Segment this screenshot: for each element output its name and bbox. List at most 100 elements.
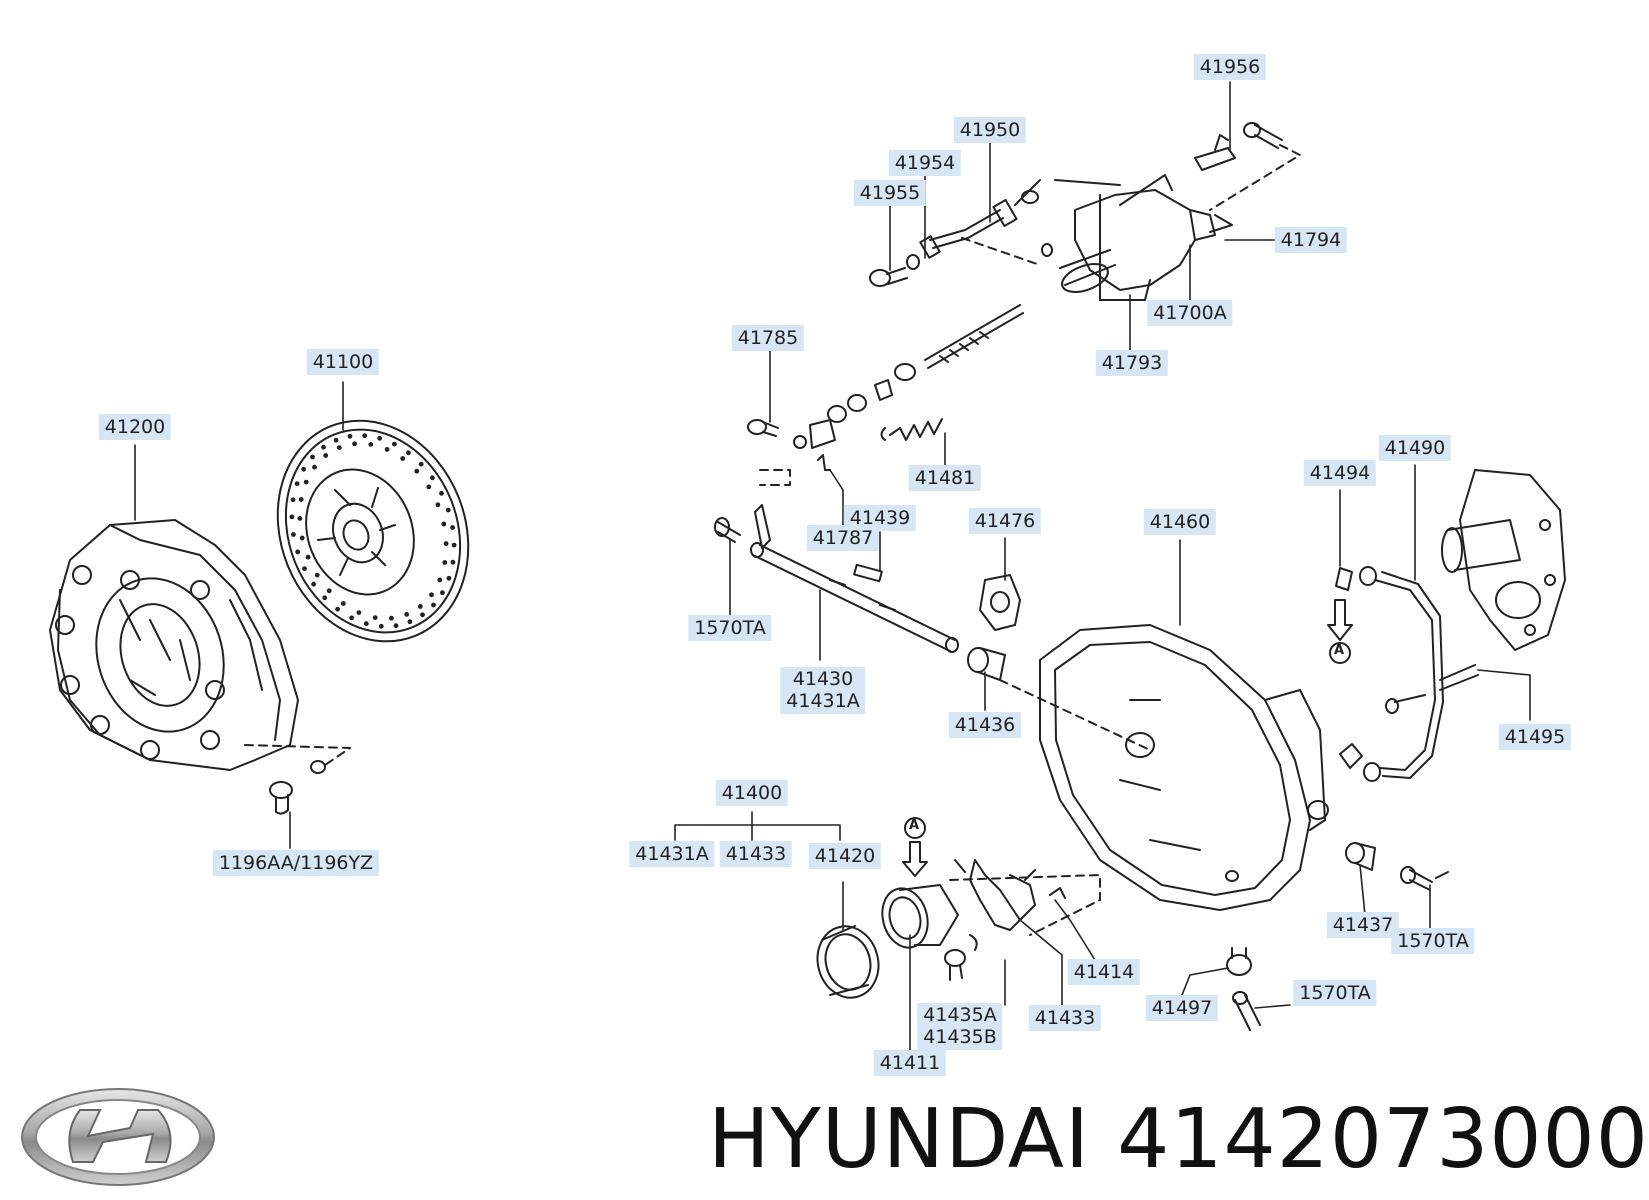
clutch-housing-part: [999, 624, 1329, 911]
disc-rivet: [418, 461, 424, 467]
exploded-clutch-diagram: [49, 81, 1566, 1051]
part-label-41794[interactable]: 41794: [1274, 227, 1348, 253]
disc-rivet: [362, 433, 368, 439]
disc-rivet: [299, 535, 305, 541]
part-label-41476[interactable]: 41476: [968, 508, 1042, 534]
part-label-41793[interactable]: 41793: [1095, 350, 1169, 376]
disc-rivet: [326, 588, 332, 594]
push-rod-part: [747, 304, 1024, 449]
part-label-41481[interactable]: 41481: [908, 465, 982, 491]
bleeder-screw-part-2: [1400, 866, 1449, 891]
disc-rivet: [377, 435, 383, 441]
part-label-41431A-lower[interactable]: 41431A: [629, 841, 715, 867]
disc-rivet: [340, 601, 346, 606]
clutch-disc-part: [276, 419, 470, 643]
part-label-41955[interactable]: 41955: [853, 180, 927, 206]
part-label-41494[interactable]: 41494: [1303, 460, 1377, 486]
part-label-41436[interactable]: 41436: [948, 712, 1022, 738]
clutch-hose-part: [919, 198, 1041, 266]
part-label-41495[interactable]: 41495: [1498, 724, 1572, 750]
disc-rivet: [290, 497, 296, 503]
disc-rivet: [321, 444, 326, 450]
disc-rivet: [426, 484, 432, 490]
disc-rivet: [314, 572, 320, 578]
parts-diagram: 41956 41950 41954 41955 41794 41700A 417…: [21, 54, 1648, 1187]
disc-rivet: [336, 445, 342, 450]
bolt-part: [244, 744, 351, 815]
bearing-sleeve-part: [881, 884, 959, 949]
disc-rivet: [445, 507, 451, 513]
part-label-41433-upper[interactable]: 41433: [719, 841, 793, 867]
part-label-41420[interactable]: 41420: [808, 843, 882, 869]
part-label-41497[interactable]: 41497: [1145, 995, 1219, 1021]
release-fork-part: [949, 859, 1101, 936]
disc-rivet: [420, 612, 425, 618]
disc-rivet: [435, 502, 441, 508]
direction-arrow-icon: [1327, 599, 1353, 664]
part-label-41435B: 41435B: [923, 1026, 997, 1048]
disc-rivet: [384, 447, 390, 452]
disc-rivet: [406, 450, 411, 456]
fork-bushing-part: [1345, 842, 1376, 871]
release-bearing-part: [816, 925, 880, 999]
reference-marker-a-lower: A: [909, 818, 920, 833]
disc-rivet: [451, 542, 457, 548]
part-label-41433-lower[interactable]: 41433: [1028, 1005, 1102, 1031]
brand-part-number-title: HYUNDAI 4142073000: [708, 1090, 1649, 1190]
disc-rivet: [450, 525, 455, 530]
clutch-tube-part: [1335, 566, 1479, 782]
part-label-1570TA-right[interactable]: 1570TA: [1391, 928, 1475, 954]
disc-rivet: [368, 442, 374, 447]
part-label-41460[interactable]: 41460: [1143, 509, 1217, 535]
part-label-41787[interactable]: 41787: [806, 525, 880, 551]
disc-rivet: [302, 566, 307, 572]
part-label-1570TA-lower[interactable]: 1570TA: [1293, 980, 1377, 1006]
part-label-41430: 41430: [792, 668, 854, 690]
disc-rivet: [363, 621, 369, 627]
brand-name: HYUNDAI: [708, 1092, 1091, 1187]
part-label-1196AA-1196YZ[interactable]: 1196AA/1196YZ: [212, 850, 380, 876]
disc-rivet: [347, 433, 353, 439]
disc-rivet: [441, 521, 447, 527]
part-label-41100[interactable]: 41100: [306, 349, 380, 375]
disc-rivet: [298, 497, 304, 502]
part-label-41785[interactable]: 41785: [731, 325, 805, 351]
disc-rivet: [356, 610, 362, 615]
disc-rivet: [437, 577, 443, 583]
disc-rivet: [303, 479, 309, 485]
disc-rivet: [372, 615, 378, 620]
bleeder-screw-part-3: [1232, 991, 1261, 1031]
part-label-41956[interactable]: 41956: [1193, 54, 1267, 80]
bolt-washer-part: [869, 254, 920, 287]
disc-rivet: [392, 441, 397, 447]
part-label-41700A[interactable]: 41700A: [1147, 300, 1233, 326]
disc-rivet: [378, 623, 384, 629]
disc-rivet: [289, 514, 295, 520]
part-label-41490[interactable]: 41490: [1378, 435, 1452, 461]
part-label-41439[interactable]: 41439: [843, 505, 917, 531]
gasket-part: [979, 574, 1021, 631]
part-label-41200[interactable]: 41200: [98, 414, 172, 440]
part-label-41414[interactable]: 41414: [1067, 959, 1141, 985]
drain-plug-part: [1226, 947, 1252, 976]
hyundai-logo-icon: [21, 1088, 215, 1186]
part-label-41435A: 41435A: [923, 1004, 997, 1026]
bushing-part: [967, 647, 1006, 681]
disc-rivet: [430, 475, 435, 481]
disc-rivet: [417, 604, 423, 609]
part-label-41437[interactable]: 41437: [1326, 912, 1400, 938]
pin-part: [759, 454, 831, 486]
part-label-1570TA-left[interactable]: 1570TA: [688, 615, 772, 641]
part-label-41411[interactable]: 41411: [873, 1050, 947, 1076]
part-label-41954[interactable]: 41954: [888, 150, 962, 176]
part-label-41950[interactable]: 41950: [953, 117, 1027, 143]
disc-rivet: [291, 532, 296, 537]
bleeder-screw-part: [714, 517, 741, 543]
part-label-41400[interactable]: 41400: [715, 780, 789, 806]
disc-rivet: [352, 441, 357, 447]
disc-rivet: [322, 595, 328, 601]
disc-rivet: [450, 559, 456, 565]
disc-rivet: [443, 541, 449, 546]
